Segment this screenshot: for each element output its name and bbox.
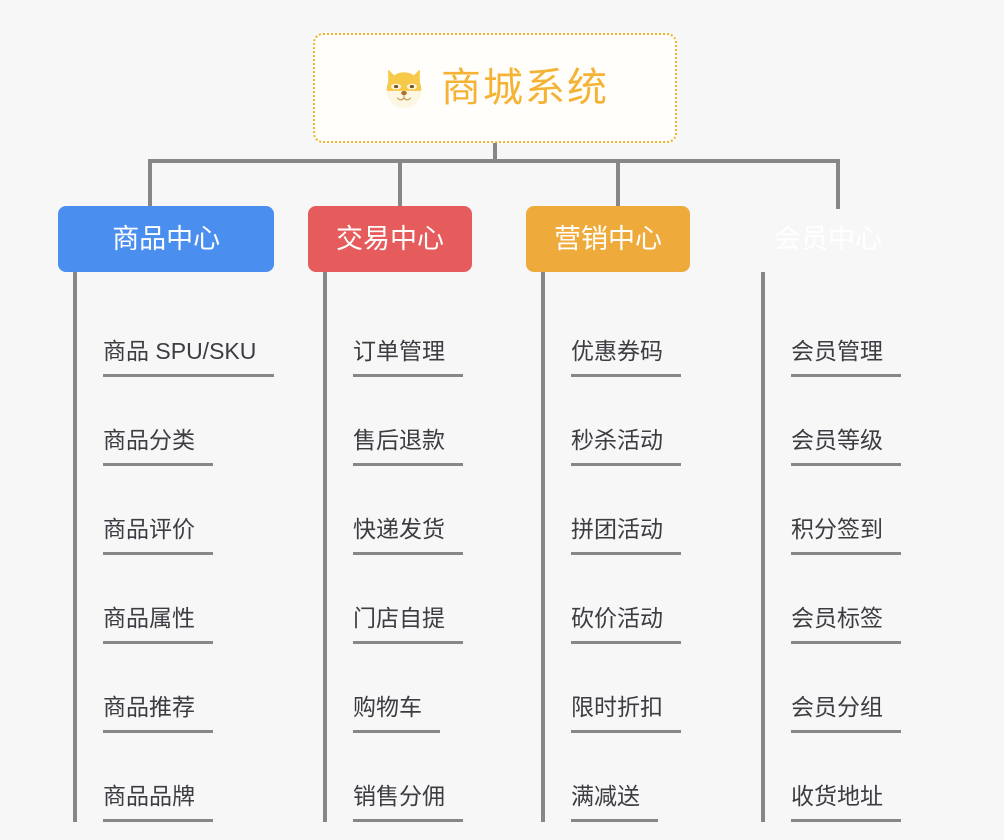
category-header-marketing[interactable]: 营销中心 — [526, 206, 690, 272]
leaf-item[interactable]: 秒杀活动 — [545, 377, 690, 466]
leaf-item[interactable]: 会员分组 — [765, 644, 910, 733]
leaf-item[interactable]: 商品品牌 — [77, 733, 274, 822]
branch-product: 商品 SPU/SKU 商品分类 商品评价 商品属性 商品推荐 商品品牌 — [73, 272, 275, 822]
leaf-label: 售后退款 — [353, 425, 463, 466]
category-column-marketing: 营销中心 优惠券码 秒杀活动 拼团活动 砍价活动 限时折扣 满减送 — [526, 206, 690, 822]
branch-trade: 订单管理 售后退款 快递发货 门店自提 购物车 销售分佣 — [323, 272, 472, 822]
connector-drop-2 — [398, 159, 402, 209]
leaf-label: 积分签到 — [791, 514, 901, 555]
shiba-dog-face-icon — [386, 69, 422, 109]
branch-member: 会员管理 会员等级 积分签到 会员标签 会员分组 收货地址 — [761, 272, 910, 822]
leaf-item[interactable]: 订单管理 — [327, 288, 472, 377]
connector-drop-1 — [148, 159, 152, 209]
leaf-item[interactable]: 收货地址 — [765, 733, 910, 822]
leaf-label: 会员分组 — [791, 692, 901, 733]
category-column-product: 商品中心 商品 SPU/SKU 商品分类 商品评价 商品属性 商品推荐 商品品牌 — [58, 206, 275, 822]
leaf-label: 商品评价 — [103, 514, 213, 555]
branch-marketing: 优惠券码 秒杀活动 拼团活动 砍价活动 限时折扣 满减送 — [541, 272, 690, 822]
leaf-label: 满减送 — [571, 781, 658, 822]
category-header-member[interactable]: 会员中心 — [774, 224, 882, 254]
leaf-item[interactable]: 积分签到 — [765, 466, 910, 555]
root-title: 商城系统 — [441, 66, 609, 110]
leaf-item[interactable]: 商品属性 — [77, 555, 274, 644]
connector-drop-4 — [836, 159, 840, 209]
leaf-item[interactable]: 购物车 — [327, 644, 472, 733]
category-header-trade[interactable]: 交易中心 — [308, 206, 472, 272]
leaf-label: 会员标签 — [791, 603, 901, 644]
leaf-item[interactable]: 拼团活动 — [545, 466, 690, 555]
leaf-label: 订单管理 — [353, 336, 463, 377]
leaf-item[interactable]: 商品分类 — [77, 377, 274, 466]
leaf-label: 销售分佣 — [353, 781, 463, 822]
leaf-label: 商品 SPU/SKU — [103, 336, 275, 377]
connector-bus-bar — [148, 159, 840, 163]
connector-root-stem — [493, 143, 497, 163]
leaf-item[interactable]: 限时折扣 — [545, 644, 690, 733]
leaf-label: 购物车 — [353, 692, 440, 733]
connector-drop-3 — [616, 159, 620, 209]
leaf-item[interactable]: 会员等级 — [765, 377, 910, 466]
leaf-label: 砍价活动 — [571, 603, 681, 644]
leaf-label: 优惠券码 — [571, 336, 681, 377]
leaf-item[interactable]: 优惠券码 — [545, 288, 690, 377]
leaf-item[interactable]: 会员管理 — [765, 288, 910, 377]
leaf-item[interactable]: 门店自提 — [327, 555, 472, 644]
leaf-label: 商品品牌 — [103, 781, 213, 822]
leaf-item[interactable]: 快递发货 — [327, 466, 472, 555]
leaf-label: 会员等级 — [791, 425, 901, 466]
leaf-label: 商品分类 — [103, 425, 213, 466]
leaf-label: 限时折扣 — [571, 692, 681, 733]
leaf-item[interactable]: 售后退款 — [327, 377, 472, 466]
category-header-product[interactable]: 商品中心 — [58, 206, 275, 272]
leaf-label: 拼团活动 — [571, 514, 681, 555]
leaf-item[interactable]: 商品推荐 — [77, 644, 274, 733]
leaf-item[interactable]: 会员标签 — [765, 555, 910, 644]
leaf-item[interactable]: 商品评价 — [77, 466, 274, 555]
leaf-item[interactable]: 销售分佣 — [327, 733, 472, 822]
category-column-member: 会员中心 会员管理 会员等级 积分签到 会员标签 会员分组 收货地址 — [746, 206, 910, 822]
leaf-item[interactable]: 满减送 — [545, 733, 690, 822]
leaf-label: 秒杀活动 — [571, 425, 681, 466]
leaf-label: 会员管理 — [791, 336, 901, 377]
leaf-label: 收货地址 — [791, 781, 901, 822]
leaf-label: 快递发货 — [353, 514, 463, 555]
leaf-label: 商品属性 — [103, 603, 213, 644]
leaf-label: 商品推荐 — [103, 692, 213, 733]
root-node[interactable]: 商城系统 — [313, 33, 677, 143]
leaf-item[interactable]: 商品 SPU/SKU — [77, 288, 275, 377]
category-column-trade: 交易中心 订单管理 售后退款 快递发货 门店自提 购物车 销售分佣 — [308, 206, 472, 822]
leaf-item[interactable]: 砍价活动 — [545, 555, 690, 644]
leaf-label: 门店自提 — [353, 603, 463, 644]
